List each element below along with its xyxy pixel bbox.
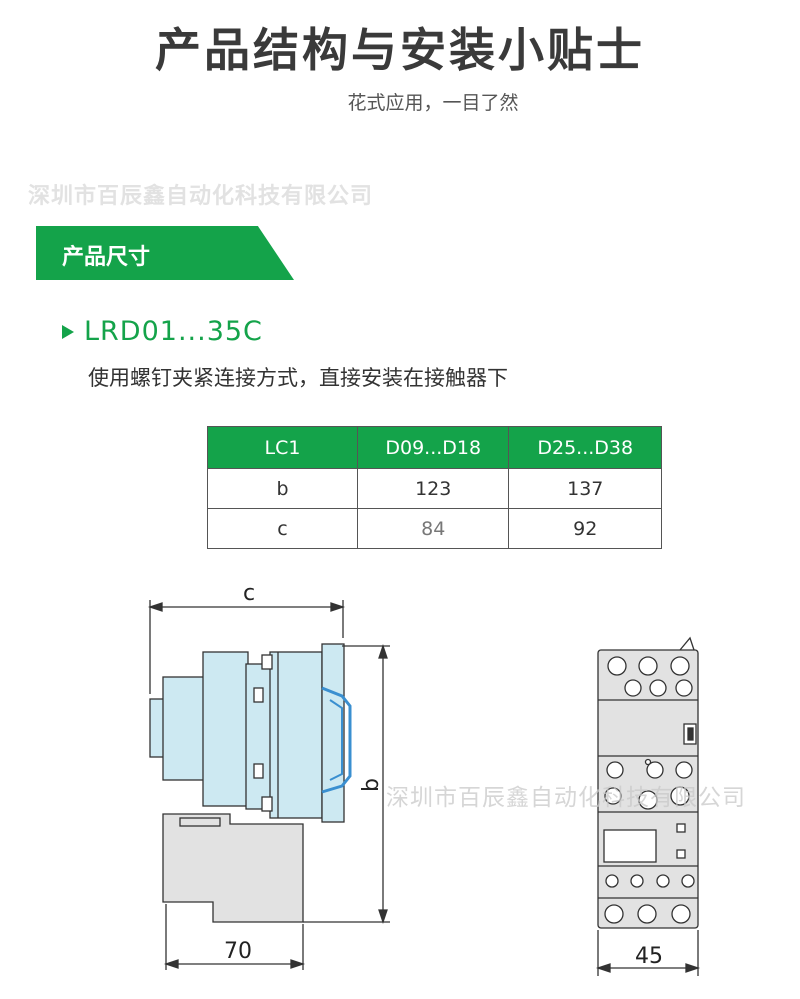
- table-row: c 84 92: [207, 508, 662, 549]
- table-row: b 123 137: [207, 468, 662, 509]
- watermark-top: 深圳市百辰鑫自动化科技有限公司: [28, 184, 374, 209]
- page-subtitle: 花式应用，一目了然: [347, 92, 519, 114]
- label-70: 70: [224, 939, 252, 964]
- table-cell: 84: [356, 508, 510, 549]
- front-view: [595, 636, 701, 976]
- table-cell: c: [207, 508, 358, 549]
- label-45: 45: [635, 944, 663, 969]
- section-banner: 产品尺寸: [36, 226, 294, 280]
- mounting-description: 使用螺钉夹紧连接方式，直接安装在接触器下: [88, 366, 508, 390]
- model-heading: LRD01...35C: [62, 316, 263, 347]
- label-c: c: [243, 581, 255, 606]
- table-header-cell: D09...D18: [356, 426, 510, 469]
- label-b: b: [359, 778, 384, 792]
- table-cell: 137: [508, 468, 662, 509]
- model-name: LRD01...35C: [84, 316, 263, 347]
- table-cell: 92: [508, 508, 662, 549]
- table-cell: b: [207, 468, 358, 509]
- side-view: [147, 600, 390, 970]
- table-header-cell: LC1: [207, 426, 358, 469]
- dimension-drawing: c b 70 45: [147, 581, 701, 976]
- triangle-bullet-icon: [62, 324, 74, 339]
- table-header-cell: D25...D38: [508, 426, 662, 469]
- section-banner-label: 产品尺寸: [62, 245, 151, 270]
- page-title: 产品结构与安装小贴士: [155, 23, 645, 77]
- dimension-table: LC1 D09...D18 D25...D38 b 123 137 c 84 9…: [207, 426, 662, 549]
- watermark-drawing: 深圳市百辰鑫自动化科技有限公司: [386, 785, 746, 811]
- table-cell: 123: [356, 468, 510, 509]
- table-header-row: LC1 D09...D18 D25...D38: [207, 426, 662, 469]
